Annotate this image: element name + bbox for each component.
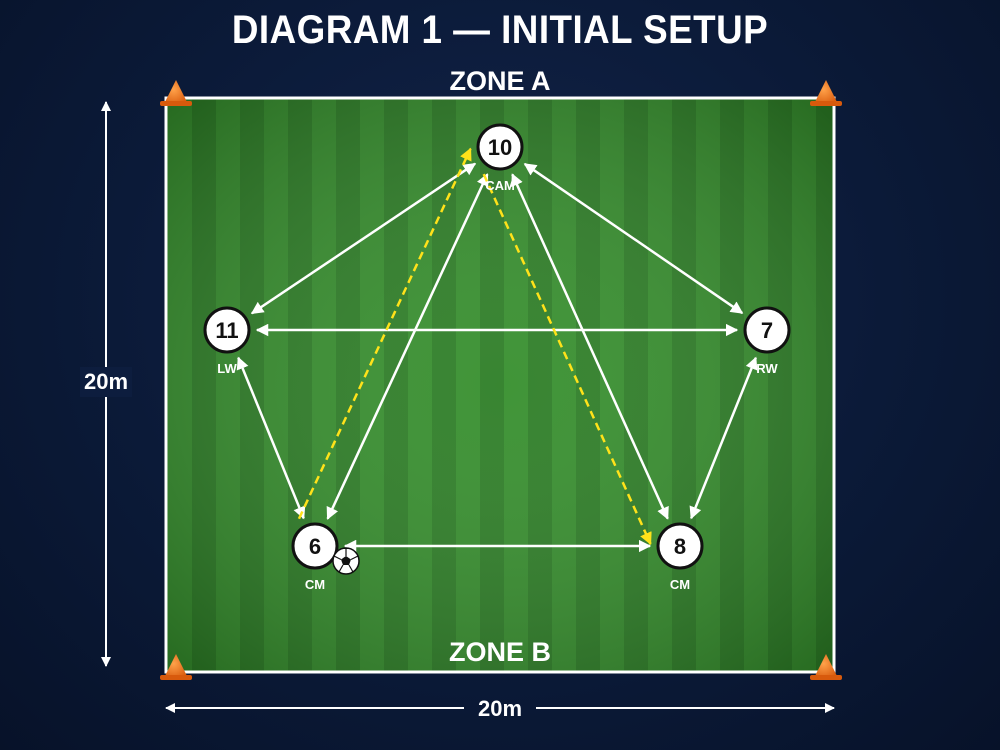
cone-bottom-right xyxy=(810,654,842,680)
player-6: 6 CM xyxy=(291,522,339,592)
diagram-title: DIAGRAM 1 — INITIAL SETUP xyxy=(231,8,769,52)
player-8: 8 CM xyxy=(656,522,704,592)
player-11: 11 LW xyxy=(203,306,251,376)
player-6-role: CM xyxy=(305,577,325,592)
run-arrow-p6-p10 xyxy=(297,147,472,520)
cone-bottom-left xyxy=(160,654,192,680)
pass-link-p7-p8 xyxy=(689,356,758,520)
player-10-role: CAM xyxy=(485,178,515,193)
pitch-boundary xyxy=(164,96,836,674)
player-11-role: LW xyxy=(217,361,237,376)
cone-top-right xyxy=(810,80,842,106)
horizontal-dimension-label: 20m xyxy=(478,696,522,721)
player-7: 7 RW xyxy=(743,306,791,376)
player-10-number: 10 xyxy=(488,135,512,160)
cone-top-left xyxy=(160,80,192,106)
player-10: 10 CAM xyxy=(476,123,524,193)
passing-links xyxy=(236,162,758,553)
player-6-number: 6 xyxy=(309,534,321,559)
pass-link-p11-p6 xyxy=(236,356,306,520)
player-8-number: 8 xyxy=(674,534,686,559)
soccer-ball-icon xyxy=(332,547,360,575)
pass-link-p8-p10 xyxy=(511,173,669,520)
zone-a-label: ZONE A xyxy=(450,66,551,96)
player-7-role: RW xyxy=(756,361,778,376)
player-11-number: 11 xyxy=(215,318,238,343)
player-8-role: CM xyxy=(670,577,690,592)
player-runs xyxy=(297,147,652,546)
zone-b-label: ZONE B xyxy=(449,637,551,667)
player-7-number: 7 xyxy=(761,318,773,343)
run-arrow-p10-p8 xyxy=(482,173,652,546)
vertical-dimension-label: 20m xyxy=(84,369,128,394)
pass-link-p6-p10 xyxy=(326,173,489,520)
